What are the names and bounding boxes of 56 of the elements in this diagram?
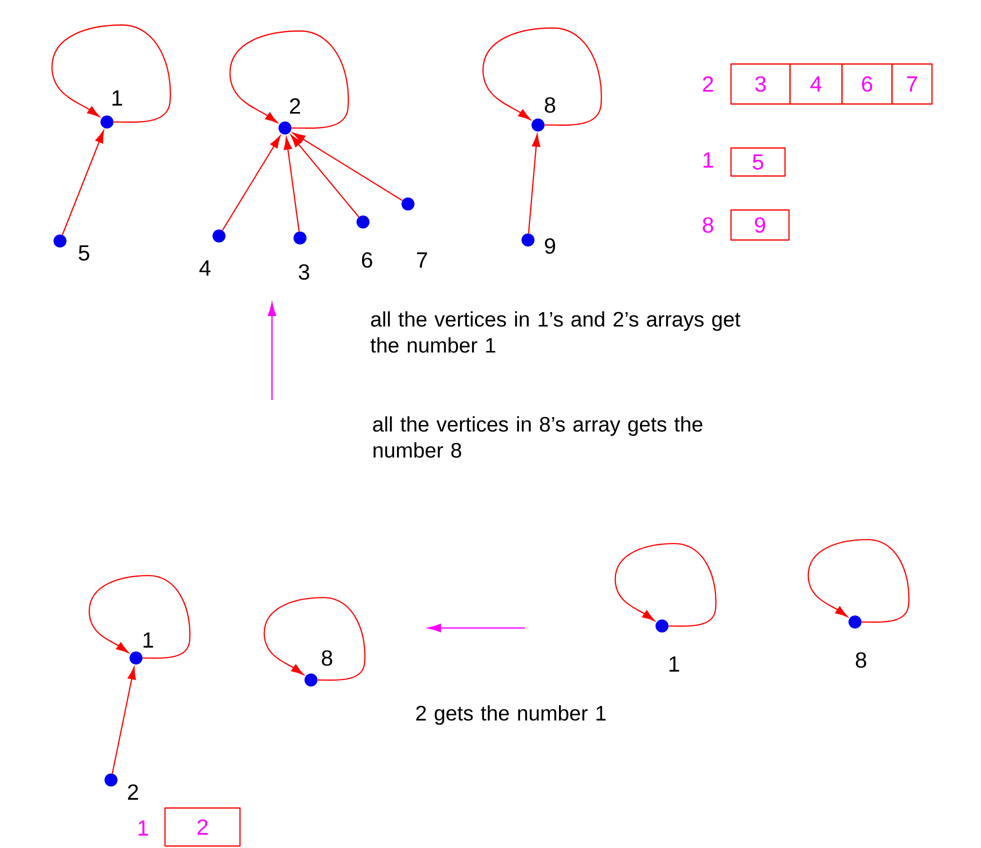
arrow bbox=[292, 132, 403, 201]
vertex-dot bbox=[356, 216, 370, 228]
arrow bbox=[614, 542, 716, 627]
array-cell: 3 bbox=[730, 63, 791, 105]
arrow bbox=[112, 666, 136, 774]
vertex-dot bbox=[304, 674, 318, 686]
vertex-dot bbox=[104, 774, 118, 786]
arrow bbox=[290, 134, 360, 218]
array-cell: 2 bbox=[164, 807, 241, 847]
vertex-number: 2 bbox=[128, 784, 138, 800]
vertex-number: 1 bbox=[144, 632, 154, 648]
vertex-number: 9 bbox=[544, 238, 556, 254]
note-text: all the vertices in 8’s array gets the number 8 bbox=[373, 416, 702, 458]
array-owner: 2 bbox=[703, 76, 714, 92]
array-cell: 7 bbox=[891, 63, 933, 105]
vertex-dot bbox=[278, 122, 292, 134]
vertex-dot bbox=[402, 198, 414, 210]
vertex-dot bbox=[656, 620, 668, 632]
arrow bbox=[528, 134, 540, 234]
arrow bbox=[222, 136, 281, 231]
vertex-dot bbox=[294, 232, 306, 244]
array-owner: 1 bbox=[138, 820, 148, 836]
array-cell: 4 bbox=[789, 63, 843, 105]
vertex-number: 1 bbox=[112, 90, 122, 106]
note-text: all the vertices in 1’s and 2’s arrays get the number 1 bbox=[370, 311, 740, 353]
arrow bbox=[62, 130, 104, 235]
array-owner: 8 bbox=[702, 217, 714, 233]
array-cell: 6 bbox=[841, 63, 893, 105]
arrow bbox=[808, 538, 910, 623]
vertex-dot bbox=[100, 116, 114, 128]
vertex-number: 6 bbox=[362, 252, 372, 268]
vertex-dot bbox=[848, 616, 862, 628]
vertex-number: 2 bbox=[290, 98, 300, 114]
arrow bbox=[88, 574, 190, 659]
vertex-number: 7 bbox=[417, 252, 428, 268]
vertex-number: 8 bbox=[856, 652, 866, 668]
vertex-number: 3 bbox=[298, 264, 310, 280]
vertex-number: 8 bbox=[544, 97, 556, 113]
arrow bbox=[482, 27, 602, 126]
arrow bbox=[229, 30, 349, 129]
vertex-dot bbox=[130, 652, 142, 664]
vertex-dot bbox=[522, 234, 534, 246]
vertex-dot bbox=[212, 230, 226, 242]
array-cell: 5 bbox=[730, 147, 786, 177]
vertex-number: 5 bbox=[78, 245, 90, 261]
vertex-number: 8 bbox=[322, 650, 332, 666]
note-text: 2 gets the number 1 bbox=[416, 705, 606, 725]
vertex-number: 4 bbox=[199, 260, 210, 276]
vertex-dot bbox=[532, 118, 544, 132]
arrow bbox=[284, 137, 300, 232]
vertex-number: 1 bbox=[670, 656, 680, 672]
arrow bbox=[51, 24, 171, 123]
vertex-dot bbox=[54, 234, 66, 248]
array-cell: 9 bbox=[730, 209, 790, 241]
arrow bbox=[264, 596, 366, 681]
array-owner: 1 bbox=[704, 152, 714, 168]
